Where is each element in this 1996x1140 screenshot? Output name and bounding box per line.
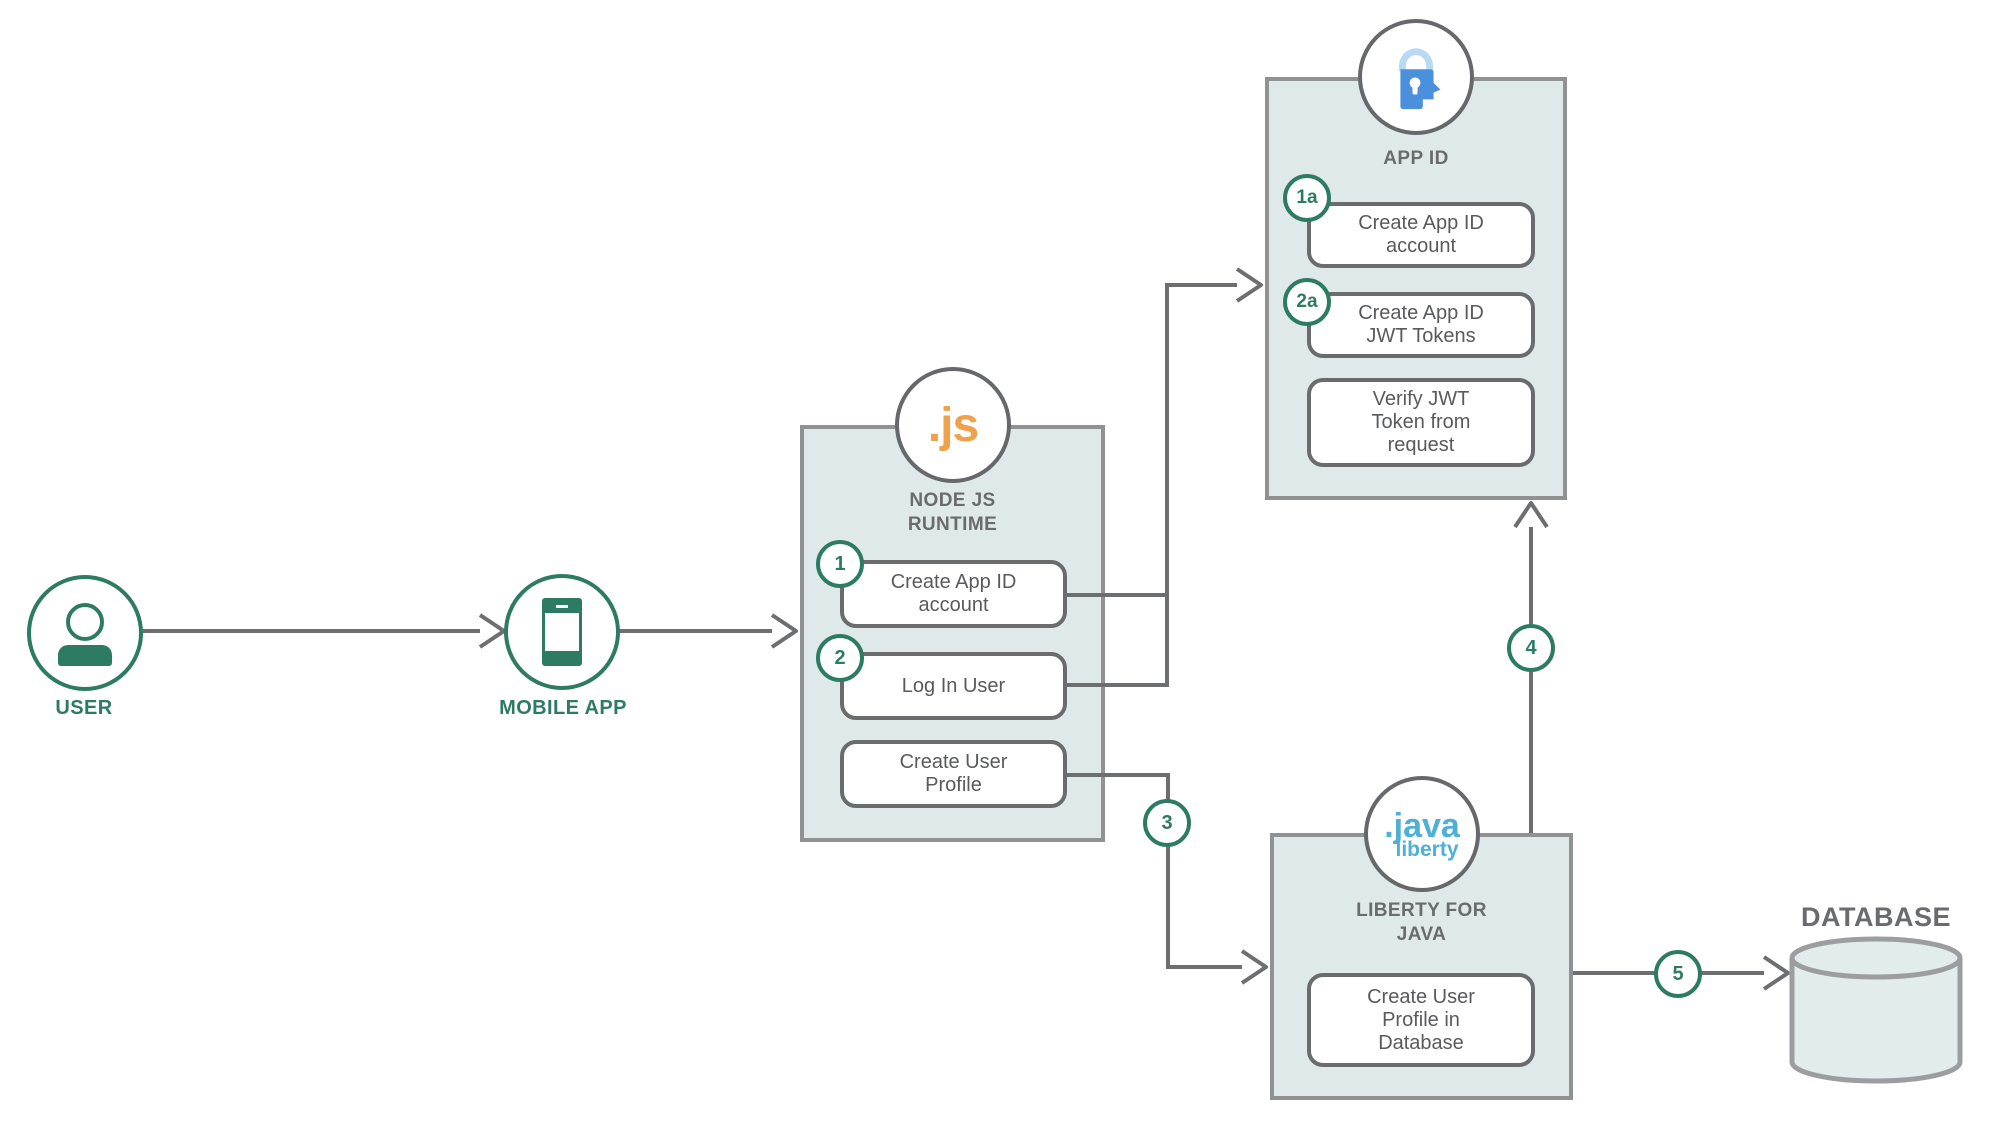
mobile-phone-icon bbox=[542, 598, 582, 666]
task-appid-verify-jwt: Verify JWT Token from request bbox=[1307, 378, 1535, 467]
task-appid-create-account: Create App ID account bbox=[1307, 202, 1535, 268]
java-logo-text: .java bbox=[1384, 806, 1460, 845]
database-label: DATABASE bbox=[1801, 902, 1951, 932]
user-icon bbox=[58, 602, 112, 666]
badge-step-1: 1 bbox=[816, 540, 864, 588]
user-head-icon bbox=[66, 602, 104, 641]
badge-step-4: 4 bbox=[1507, 624, 1555, 672]
arrowhead-to-liberty bbox=[1240, 949, 1268, 985]
badge-step-3: 3 bbox=[1143, 799, 1191, 847]
database-cylinder bbox=[1789, 936, 1963, 1084]
arrowhead-mobile-to-nodejs bbox=[770, 613, 798, 649]
appid-title: APP ID bbox=[1383, 148, 1449, 169]
task-create-appid-account: Create App ID account bbox=[840, 560, 1067, 628]
badge-step-2a: 2a bbox=[1283, 278, 1331, 326]
appid-logo-circle bbox=[1358, 19, 1474, 135]
user-shoulders-icon bbox=[58, 644, 112, 666]
arrowhead-user-to-mobile bbox=[478, 613, 506, 649]
liberty-logo-text: liberty bbox=[1395, 837, 1459, 861]
task-login-user: Log In User bbox=[840, 652, 1067, 720]
phone-speaker-dash bbox=[556, 605, 568, 608]
arrowhead-liberty-to-database bbox=[1762, 955, 1790, 991]
nodejs-title: NODE JS RUNTIME bbox=[907, 490, 998, 535]
user-label: USER bbox=[55, 697, 113, 719]
task-appid-create-jwt: Create App ID JWT Tokens bbox=[1307, 292, 1535, 358]
badge-step-2: 2 bbox=[816, 634, 864, 682]
appid-lock-icon bbox=[1398, 48, 1441, 110]
java-liberty-icon: .java liberty bbox=[1384, 809, 1460, 860]
mobile-app-node bbox=[504, 574, 620, 690]
task-create-user-profile: Create User Profile bbox=[840, 740, 1067, 808]
user-node bbox=[27, 575, 143, 691]
badge-step-1a: 1a bbox=[1283, 174, 1331, 222]
mobile-app-label: MOBILE APP bbox=[499, 697, 627, 719]
nodejs-logo-circle: .js bbox=[895, 367, 1011, 483]
phone-bottom-bar bbox=[545, 651, 579, 663]
liberty-logo-circle: .java liberty bbox=[1364, 776, 1480, 892]
badge-step-5: 5 bbox=[1654, 950, 1702, 998]
liberty-title: LIBERTY FOR JAVA bbox=[1356, 900, 1487, 945]
arrowhead-to-appid bbox=[1235, 267, 1263, 303]
task-create-profile-in-db: Create User Profile in Database bbox=[1307, 973, 1535, 1067]
nodejs-icon: .js bbox=[927, 398, 979, 452]
arrowhead-liberty-to-appid bbox=[1513, 501, 1549, 529]
